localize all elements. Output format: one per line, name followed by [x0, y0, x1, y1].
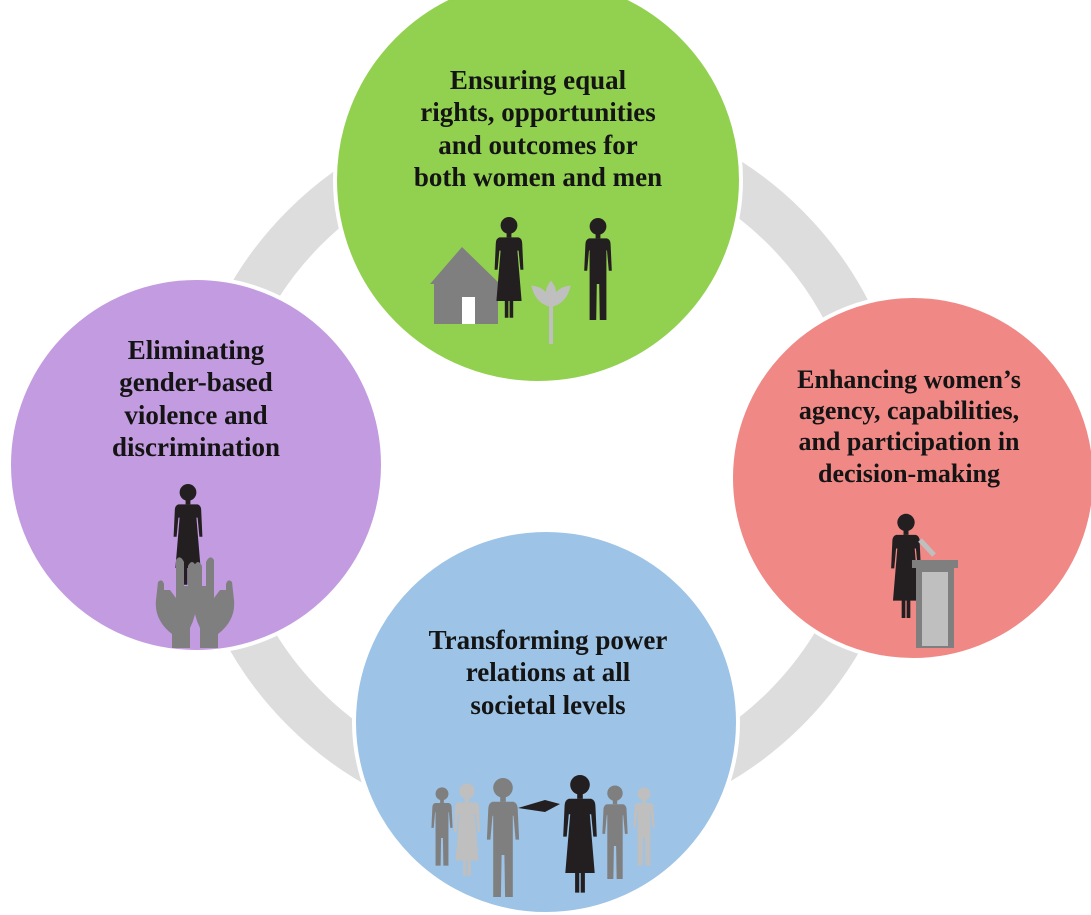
node-label-line: decision-making — [817, 458, 1001, 488]
node-label-line: and outcomes for — [438, 129, 638, 160]
node-label-line: violence and — [124, 399, 268, 430]
node-label-line: Transforming power — [428, 625, 668, 655]
node-power-relations-label: Transforming power relations at all soci… — [378, 624, 718, 721]
node-label-line: gender-based — [119, 367, 273, 398]
node-power-relations-circle — [352, 528, 740, 915]
node-label-line: agency, capabilities, — [798, 396, 1020, 426]
node-label-line: and participation in — [798, 427, 1020, 457]
node-equal-rights-label: Ensuring equal rights, opportunities and… — [388, 64, 688, 194]
group-handshake-icon — [431, 775, 655, 897]
microphone-icon — [918, 538, 936, 557]
node-gender-violence-label: Eliminating gender-based violence and di… — [46, 334, 346, 464]
node-label-line: Eliminating — [127, 335, 265, 365]
node-label-line: rights, opportunities — [420, 97, 656, 128]
woman-man-house-plant-icon — [430, 217, 612, 344]
node-label-line: relations at all — [465, 657, 631, 688]
node-label-line: discrimination — [111, 432, 280, 463]
handshake-icon — [518, 800, 560, 812]
node-label-line: societal levels — [470, 689, 626, 720]
woman-at-podium-icon — [891, 513, 958, 648]
node-womens-agency-circle — [729, 294, 1091, 662]
podium-panel-icon — [922, 572, 948, 646]
podium-top-icon — [912, 560, 958, 568]
house-roof-icon — [430, 247, 500, 284]
node-womens-agency-label: Enhancing women’s agency, capabilities, … — [744, 364, 1074, 489]
node-equal-rights — [333, 0, 743, 385]
node-gender-violence-circle — [7, 276, 385, 654]
house-door-icon — [462, 297, 475, 324]
node-womens-agency — [729, 294, 1091, 662]
node-power-relations — [352, 528, 740, 915]
node-label-line: Enhancing women’s — [797, 365, 1021, 394]
node-label-line: Ensuring equal — [449, 65, 627, 95]
plant-icon — [531, 280, 571, 344]
node-gender-violence — [7, 276, 385, 654]
node-label-line: both women and men — [413, 162, 663, 193]
